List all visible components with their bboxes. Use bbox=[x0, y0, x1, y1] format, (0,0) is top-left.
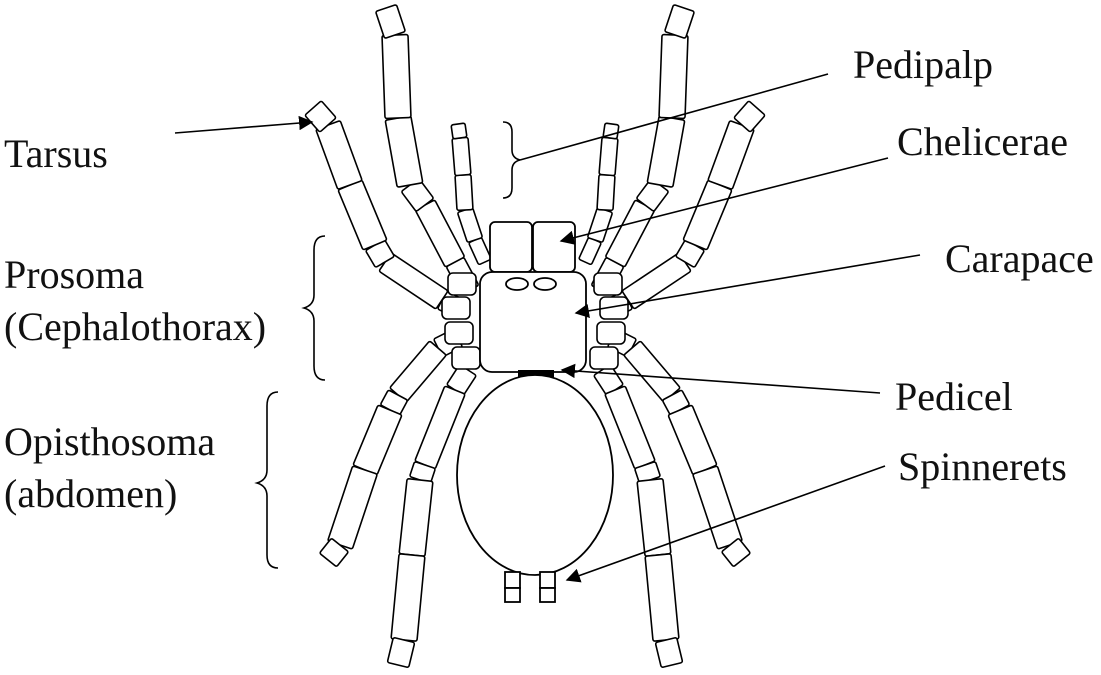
carapace-shape bbox=[480, 272, 586, 372]
eye-right bbox=[534, 278, 556, 290]
label-prosoma: Prosoma bbox=[4, 252, 144, 297]
pedipalp-left-segment bbox=[457, 207, 482, 242]
carapace-leader bbox=[576, 255, 920, 313]
coxa-left bbox=[442, 297, 470, 319]
leg-right-1-segment bbox=[659, 35, 688, 119]
label-carapace: Carapace bbox=[945, 236, 1094, 281]
leg-left-3-segment bbox=[390, 341, 447, 402]
spinnerets-leader bbox=[567, 466, 885, 580]
coxa-left bbox=[452, 347, 480, 369]
tarsus-leader bbox=[175, 122, 312, 133]
pedipalp-right-segment bbox=[597, 175, 615, 211]
label-abdomen: (abdomen) bbox=[4, 471, 177, 516]
spinneret-right-tip bbox=[540, 588, 555, 602]
opisthosoma-brace bbox=[257, 392, 278, 568]
pedipalp-brace bbox=[503, 122, 520, 198]
pedipalp-left-segment bbox=[452, 137, 471, 175]
pedipalp-left-segment bbox=[455, 175, 473, 211]
leg-left-3-segment bbox=[353, 405, 402, 475]
label-cephalothorax: (Cephalothorax) bbox=[4, 304, 266, 349]
leg-left-4-segment bbox=[387, 637, 414, 667]
pedipalp-right-segment bbox=[599, 137, 618, 175]
chelicera-right bbox=[533, 222, 575, 272]
coxa-left bbox=[445, 322, 473, 344]
leg-left-2-segment bbox=[379, 253, 448, 309]
spinneret-left-base bbox=[505, 572, 520, 588]
label-spinnerets: Spinnerets bbox=[898, 444, 1067, 489]
abdomen-shape bbox=[457, 375, 613, 575]
pedipalp-right-segment bbox=[587, 207, 612, 242]
leg-left-1-segment bbox=[376, 5, 406, 39]
label-pedipalp: Pedipalp bbox=[853, 42, 993, 87]
label-tarsus: Tarsus bbox=[4, 131, 108, 176]
leg-left-4-segment bbox=[399, 479, 433, 557]
leg-right-4-segment bbox=[645, 554, 679, 641]
spider-body bbox=[457, 222, 613, 602]
leg-right-2-segment bbox=[708, 121, 754, 190]
leg-left-1-segment bbox=[382, 35, 411, 119]
eye-left bbox=[506, 278, 528, 290]
label-chelicerae: Chelicerae bbox=[897, 119, 1068, 164]
label-opisthosoma: Opisthosoma bbox=[4, 419, 215, 464]
prosoma-brace bbox=[304, 236, 325, 380]
leg-right-1-segment bbox=[665, 5, 695, 39]
leg-right-3-segment bbox=[693, 466, 743, 549]
spinneret-left-tip bbox=[505, 588, 520, 602]
pedipalp-left-segment bbox=[451, 123, 467, 139]
chelicera-left bbox=[490, 222, 532, 272]
coxa-right bbox=[597, 322, 625, 344]
coxa-right bbox=[594, 273, 622, 295]
leg-right-1-segment bbox=[647, 116, 685, 188]
coxa-left bbox=[448, 273, 476, 295]
leg-left-2-segment bbox=[338, 180, 387, 250]
leg-right-4-segment bbox=[655, 637, 682, 667]
spinneret-right-base bbox=[540, 572, 555, 588]
coxa-right bbox=[590, 347, 618, 369]
label-pedicel: Pedicel bbox=[895, 374, 1013, 419]
leg-left-2-segment bbox=[316, 121, 362, 190]
leg-right-3-segment bbox=[668, 405, 717, 475]
leg-left-4-segment bbox=[391, 554, 425, 641]
leg-right-2-segment bbox=[622, 253, 691, 309]
leg-left-1-segment bbox=[385, 116, 423, 188]
leg-right-3-segment bbox=[624, 341, 681, 402]
leg-right-2-segment bbox=[683, 180, 732, 250]
leg-left-3-segment bbox=[328, 466, 378, 549]
